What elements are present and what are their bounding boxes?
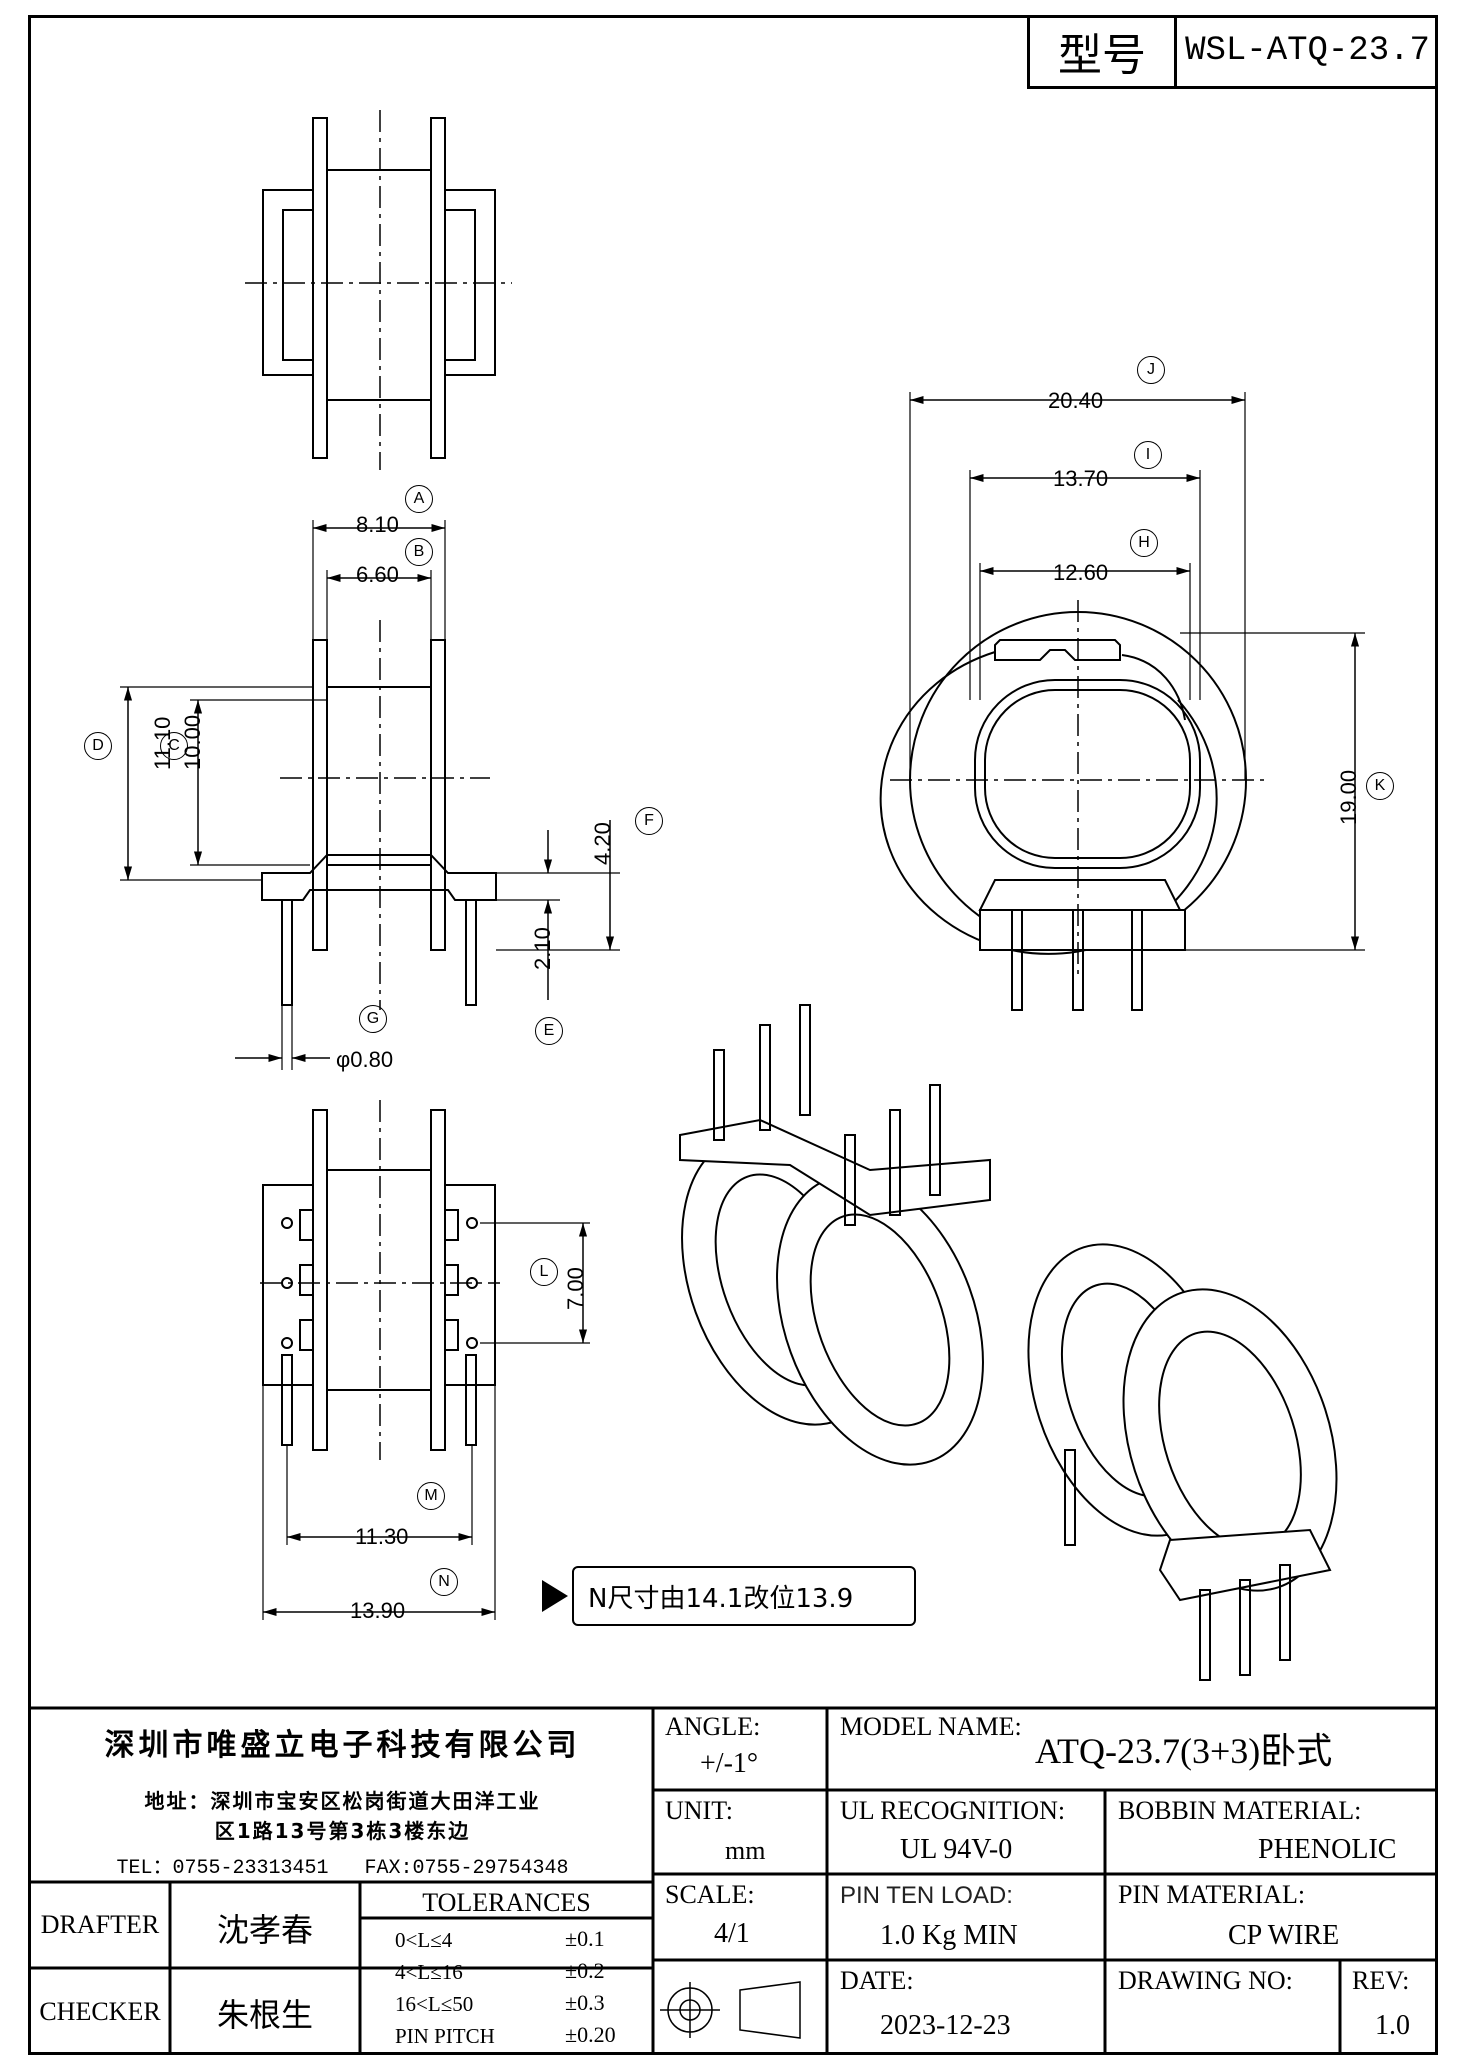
pin-ten-load-value: 1.0 Kg MIN [880, 1920, 1018, 1951]
model-label: 型号 [1030, 15, 1177, 86]
model-value: WSL-ATQ-23.7 [1185, 31, 1430, 70]
dim-m-value: 11.30 [355, 1524, 409, 1549]
model-name-label: MODEL NAME: [840, 1712, 1022, 1741]
ref-letter-i: I [1134, 441, 1162, 469]
dim-h-value: 12.60 [1053, 560, 1109, 585]
title-block-grid [28, 1706, 1438, 2055]
ref-letter-h: H [1130, 529, 1158, 557]
ref-letter-l: L [530, 1258, 558, 1286]
side-view [879, 392, 1365, 1011]
ul-recognition-label: UL RECOGNITION: [840, 1796, 1066, 1825]
rev-label: REV: [1352, 1966, 1410, 1995]
tolerance-range-2: 4<L≤16 [395, 1960, 463, 1984]
dim-e-value: 2.10 [530, 927, 555, 970]
dim-a-value: 8.10 [356, 512, 399, 537]
company-name: 深圳市唯盛立电子科技有限公司 [104, 1728, 581, 1763]
projection-symbol [660, 1981, 801, 2039]
isometric-view-pins-up [679, 1004, 991, 1466]
top-view [245, 110, 512, 470]
ref-letter-c: C [160, 732, 188, 760]
dim-l-value: 7.00 [563, 1267, 588, 1310]
tolerance-range-3: 16<L≤50 [395, 1992, 474, 2016]
drafter-value: 沈孝春 [216, 1911, 313, 1949]
checker-label: CHECKER [39, 1997, 161, 2026]
tolerance-range-1: 0<L≤4 [395, 1928, 453, 1952]
dim-g-value: φ0.80 [336, 1047, 394, 1072]
pin-material-value: CP WIRE [1228, 1920, 1340, 1951]
ref-letter-n: N [430, 1568, 458, 1596]
model-header-box: 型号 WSL-ATQ-23.7 [1027, 15, 1438, 89]
unit-value: mm [725, 1836, 766, 1865]
angle-label: ANGLE: [665, 1712, 761, 1741]
note-arrow-icon [542, 1580, 568, 1612]
drawing-sheet-border [28, 15, 1438, 2055]
ref-letter-f: F [635, 807, 663, 835]
bobbin-material-label: BOBBIN MATERIAL: [1118, 1796, 1362, 1825]
drawing-no-label: DRAWING NO: [1118, 1966, 1293, 1995]
revision-note: N尺寸由14.1改位13.9 [572, 1566, 916, 1626]
ref-letter-e: E [535, 1017, 563, 1045]
dim-n-value: 13.90 [350, 1598, 406, 1623]
address-line-1: 地址：深圳市宝安区松岗街道大田洋工业 [144, 1789, 541, 1813]
ref-letter-k: K [1366, 772, 1394, 800]
unit-label: UNIT: [665, 1796, 734, 1825]
ul-recognition-value: UL 94V-0 [900, 1834, 1013, 1865]
bobbin-material-value: PHENOLIC [1258, 1834, 1397, 1865]
checker-value: 朱根生 [216, 1996, 313, 2034]
isometric-view-pins-down [1027, 1243, 1338, 1681]
pin-material-label: PIN MATERIAL: [1118, 1880, 1306, 1909]
tolerance-value-3: ±0.3 [565, 1990, 605, 2015]
pin-ten-load-label: PIN TEN LOAD: [840, 1882, 1013, 1909]
ref-letter-b: B [405, 538, 433, 566]
ref-letter-j: J [1137, 356, 1165, 384]
scale-label: SCALE: [665, 1880, 755, 1909]
scale-value: 4/1 [714, 1918, 750, 1949]
drafter-label: DRAFTER [40, 1910, 160, 1939]
angle-value: +/-1° [700, 1748, 759, 1779]
tel-fax: TEL：0755-23313451 FAX:0755-29754348 [116, 1857, 569, 1880]
model-name-value: ATQ-23.7(3+3)卧式 [1035, 1731, 1333, 1771]
date-label: DATE: [840, 1966, 914, 1995]
dim-j-value: 20.40 [1048, 388, 1104, 413]
dim-k-value: 19.00 [1336, 769, 1361, 825]
dim-i-value: 13.70 [1053, 466, 1109, 491]
front-view [120, 520, 620, 1070]
tolerance-value-4: ±0.20 [565, 2022, 616, 2047]
tolerance-range-4: PIN PITCH [395, 2024, 495, 2048]
tolerance-value-2: ±0.2 [565, 1958, 605, 1983]
ref-letter-d: D [84, 732, 112, 760]
bottom-view [260, 1100, 590, 1620]
ref-letter-g: G [359, 1005, 387, 1033]
tolerance-value-1: ±0.1 [565, 1926, 605, 1951]
ref-letter-a: A [405, 485, 433, 513]
address-line-2: 区1路13号第3栋3楼东边 [214, 1819, 471, 1843]
dim-f-value: 4.20 [590, 822, 615, 865]
tolerances-label: TOLERANCES [422, 1888, 591, 1917]
rev-value: 1.0 [1375, 2010, 1410, 2041]
ref-letter-m: M [417, 1482, 445, 1510]
dim-b-value: 6.60 [356, 562, 399, 587]
date-value: 2023-12-23 [880, 2010, 1011, 2041]
